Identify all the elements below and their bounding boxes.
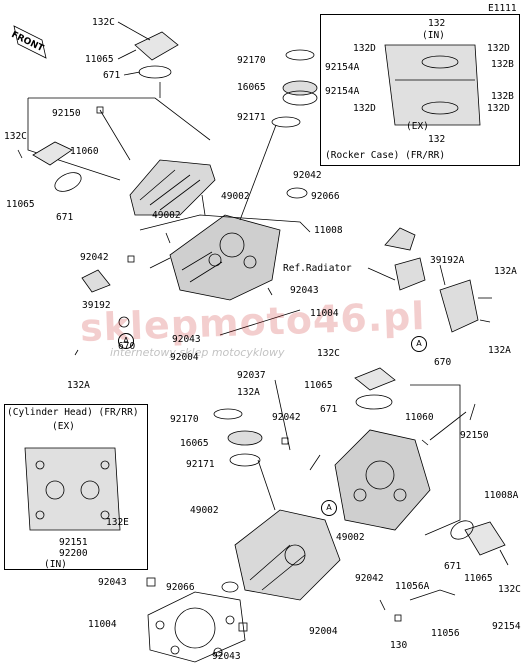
inset-rocker-callout-132d: 132D: [353, 43, 376, 54]
inset-head-callout-92151: 92151: [59, 537, 88, 548]
callout-11065: 11065: [304, 380, 333, 391]
inset-rocker-caption: (Rocker Case) (FR/RR): [325, 150, 446, 161]
callout-92004: 92004: [170, 352, 199, 363]
callout-130: 130: [390, 640, 408, 651]
thermostat-housing: [384, 227, 416, 251]
callout-16065: 16065: [180, 438, 209, 449]
inset-rocker-callout-92154a: 92154A: [325, 62, 360, 73]
inset-rocker-callout-132d: 132D: [487, 43, 510, 54]
inset-head-in-label: (IN): [44, 559, 67, 570]
callout-92150: 92150: [52, 108, 81, 119]
inset-head-callout-132e: 132E: [106, 517, 129, 528]
ref-marker-a: A: [321, 500, 337, 516]
callout-92042: 92042: [80, 252, 109, 263]
inset-rocker-callout-132b: 132B: [491, 59, 514, 70]
head-gasket: [147, 591, 246, 663]
callout-132c: 132C: [92, 17, 115, 28]
callout-92150: 92150: [460, 430, 489, 441]
callout-39192a: 39192A: [430, 255, 465, 266]
callout-ref-radiator: Ref.Radiator: [283, 263, 352, 274]
callout-11004: 11004: [310, 308, 339, 319]
callout-92043: 92043: [290, 285, 319, 296]
callout-49002: 49002: [336, 532, 365, 543]
cover-left: [32, 141, 73, 166]
callout-92042: 92042: [272, 412, 301, 423]
page-code: E1111: [488, 3, 517, 14]
callout-49002: 49002: [152, 210, 181, 221]
callout-92066: 92066: [166, 582, 195, 593]
callout-92154: 92154: [492, 621, 521, 632]
callout-671: 671: [56, 212, 74, 223]
inset-rocker-callout-92154a: 92154A: [325, 86, 360, 97]
callout-671: 671: [444, 561, 462, 572]
callout-671: 671: [103, 70, 121, 81]
ref-marker-a: A: [118, 333, 134, 349]
watermark-subtitle: internetowy sklep motocyklowy: [110, 346, 285, 359]
callout-671: 671: [320, 404, 338, 415]
callout-39192: 39192: [82, 300, 111, 311]
inset-rocker-callout-132d: 132D: [353, 103, 376, 114]
inset-rocker-callout-132: 132: [428, 18, 446, 29]
inset-rocker-callout-132d: 132D: [487, 103, 510, 114]
callout-132a: 132A: [67, 380, 90, 391]
callout-11008a: 11008A: [484, 490, 519, 501]
callout-11065: 11065: [464, 573, 493, 584]
callout-11065: 11065: [85, 54, 114, 65]
callout-670: 670: [118, 341, 136, 352]
callout-92171: 92171: [186, 459, 215, 470]
callout-132a: 132A: [237, 387, 260, 398]
callout-132a: 132A: [494, 266, 517, 277]
callout-92004: 92004: [309, 626, 338, 637]
callout-49002: 49002: [190, 505, 219, 516]
callout-11065: 11065: [6, 199, 35, 210]
callout-92043: 92043: [98, 577, 127, 588]
callout-92042: 92042: [355, 573, 384, 584]
ref-marker-a: A: [411, 336, 427, 352]
rocker-case-lower: [234, 509, 341, 601]
callout-92066: 92066: [311, 191, 340, 202]
callout-670: 670: [434, 357, 452, 368]
inset-head-callout-92200: 92200: [59, 548, 88, 559]
rocker-cover-top: [134, 31, 179, 61]
callout-132c: 132C: [4, 131, 27, 142]
callout-92037: 92037: [237, 370, 266, 381]
callout-92170: 92170: [237, 55, 266, 66]
inset-head-caption: (Cylinder Head) (FR/RR): [7, 407, 139, 418]
inset-head-ex-label: (EX): [52, 421, 75, 432]
inset-rocker-case-frame: [320, 14, 520, 166]
callout-11008: 11008: [314, 225, 343, 236]
callout-49002: 49002: [221, 191, 250, 202]
callout-92043: 92043: [172, 334, 201, 345]
callout-92171: 92171: [237, 112, 266, 123]
callout-11060: 11060: [405, 412, 434, 423]
cylinder-head-upper: [169, 214, 281, 301]
callout-11060: 11060: [70, 146, 99, 157]
callout-132c: 132C: [498, 584, 521, 595]
inset-rocker-callout-132b: 132B: [491, 91, 514, 102]
callout-92043: 92043: [212, 651, 241, 662]
cylinder-head-lower: [334, 429, 431, 531]
gasket-top: [138, 65, 172, 79]
inset-cylinder-head-frame: [4, 404, 148, 570]
callout-11056a: 11056A: [395, 581, 430, 592]
callout-11056: 11056: [431, 628, 460, 639]
inset-rocker-in-label: (IN): [422, 30, 445, 41]
inset-rocker-callout-132: 132: [428, 134, 446, 145]
inset-rocker-ex-label: (EX): [406, 121, 429, 132]
callout-92042: 92042: [293, 170, 322, 181]
rocker-case-upper: [129, 159, 216, 216]
callout-92170: 92170: [170, 414, 199, 425]
callout-16065: 16065: [237, 82, 266, 93]
callout-11004: 11004: [88, 619, 117, 630]
callout-132a: 132A: [488, 345, 511, 356]
callout-132c: 132C: [317, 348, 340, 359]
